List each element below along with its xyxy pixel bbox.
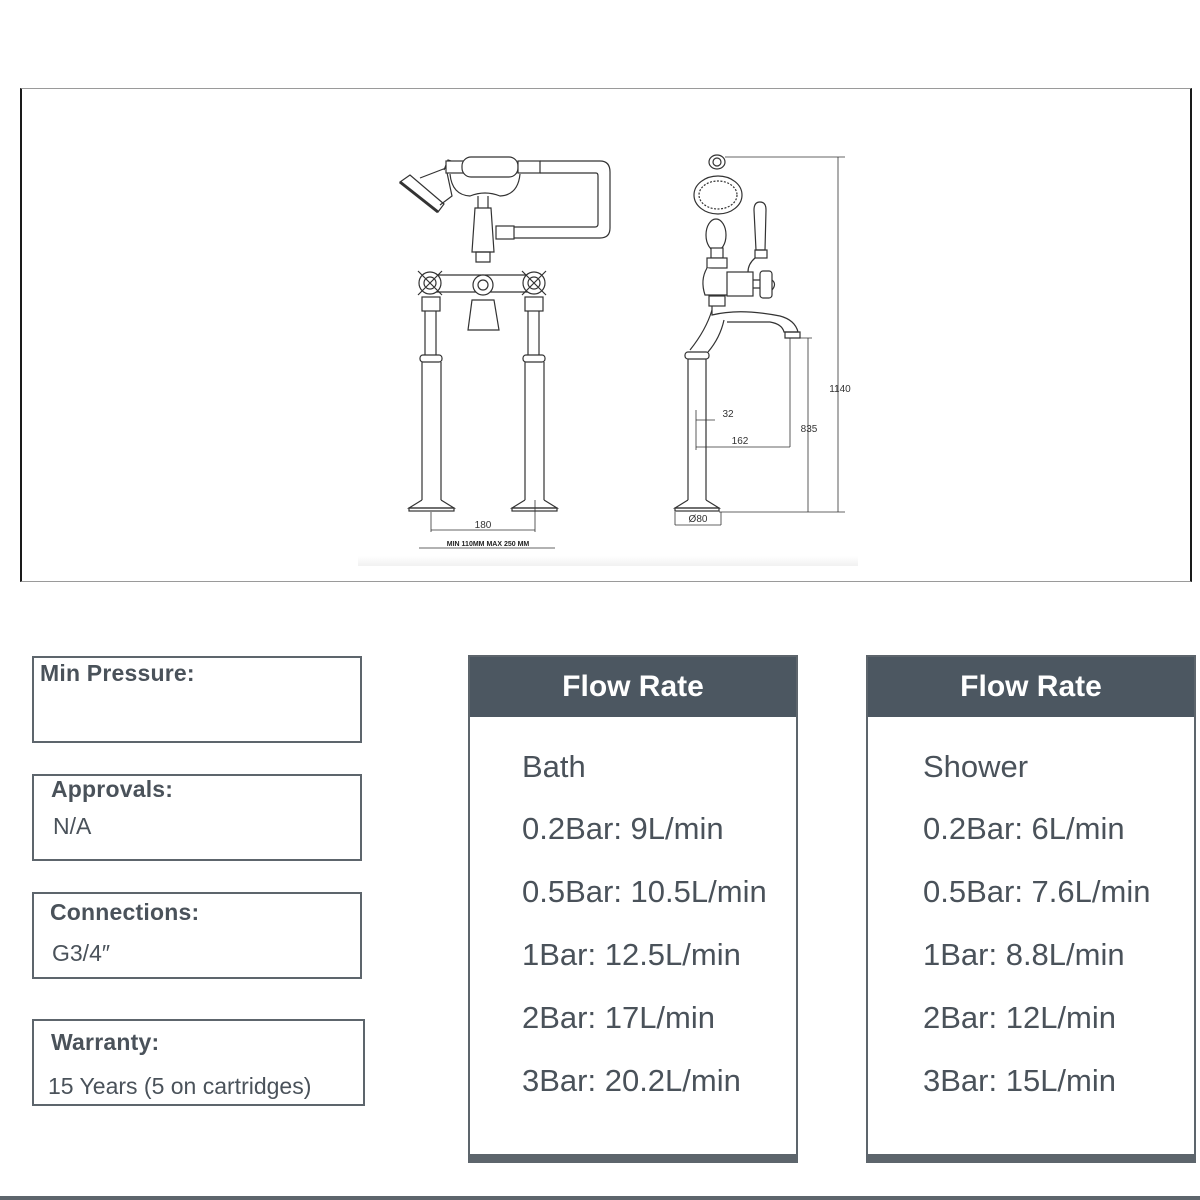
drawing-fade	[358, 556, 858, 566]
spec-connections: Connections: G3/4″	[32, 892, 362, 979]
flow-rate-row: 1Bar: 12.5L/min	[522, 937, 741, 972]
bottom-divider	[0, 1196, 1200, 1200]
flow-rate-subtitle: Shower	[923, 749, 1029, 784]
flow-rate-row: 2Bar: 12L/min	[923, 1000, 1116, 1035]
spec-value: G3/4″	[52, 940, 111, 966]
spec-value: N/A	[53, 813, 92, 839]
flow-rate-row: 0.2Bar: 9L/min	[522, 811, 724, 846]
dim-center-distance: 180	[475, 520, 492, 531]
dim-total-height: 1140	[829, 384, 851, 395]
flow-rate-row: 0.5Bar: 7.6L/min	[923, 874, 1151, 909]
flow-rate-footer-bar	[868, 1154, 1194, 1161]
flow-rate-row: 1Bar: 8.8L/min	[923, 937, 1125, 972]
spec-approvals: Approvals: N/A	[32, 774, 362, 861]
flow-rate-row: 0.2Bar: 6L/min	[923, 811, 1125, 846]
flow-rate-row: 3Bar: 20.2L/min	[522, 1063, 741, 1098]
spec-label: Connections:	[50, 899, 200, 925]
flow-rate-card-shower: Flow Rate Shower 0.2Bar: 6L/min 0.5Bar: …	[866, 655, 1196, 1163]
front-view-drawing	[398, 156, 611, 549]
technical-drawing-frame	[20, 88, 1192, 582]
flow-rate-row: 0.5Bar: 10.5L/min	[522, 874, 767, 909]
spec-value: 15 Years (5 on cartridges)	[48, 1073, 312, 1099]
spec-label: Min Pressure:	[40, 660, 195, 686]
dim-base-diameter: Ø80	[689, 514, 708, 525]
flow-rate-row: 3Bar: 15L/min	[923, 1063, 1116, 1098]
side-view-drawing	[672, 154, 845, 526]
flow-rate-card-bath: Flow Rate Bath 0.2Bar: 9L/min 0.5Bar: 10…	[468, 655, 798, 1163]
flow-rate-header: Flow Rate	[470, 657, 796, 717]
dim-spout-offset: 32	[722, 409, 734, 420]
dim-range: MIN 110MM MAX 250 MM	[447, 541, 530, 548]
flow-rate-row: 2Bar: 17L/min	[522, 1000, 715, 1035]
spec-label: Warranty:	[51, 1029, 160, 1055]
spec-min-pressure: Min Pressure:	[32, 656, 362, 743]
flow-rate-subtitle: Bath	[522, 749, 586, 784]
spec-label: Approvals:	[51, 776, 174, 802]
dim-spout-height: 835	[801, 424, 818, 435]
flow-rate-footer-bar	[470, 1154, 796, 1161]
dim-spout-reach: 162	[732, 436, 749, 447]
flow-rate-header: Flow Rate	[868, 657, 1194, 717]
spec-warranty: Warranty: 15 Years (5 on cartridges)	[32, 1019, 365, 1106]
technical-drawing: 180 MIN 110MM MAX 250 MM	[398, 154, 851, 549]
